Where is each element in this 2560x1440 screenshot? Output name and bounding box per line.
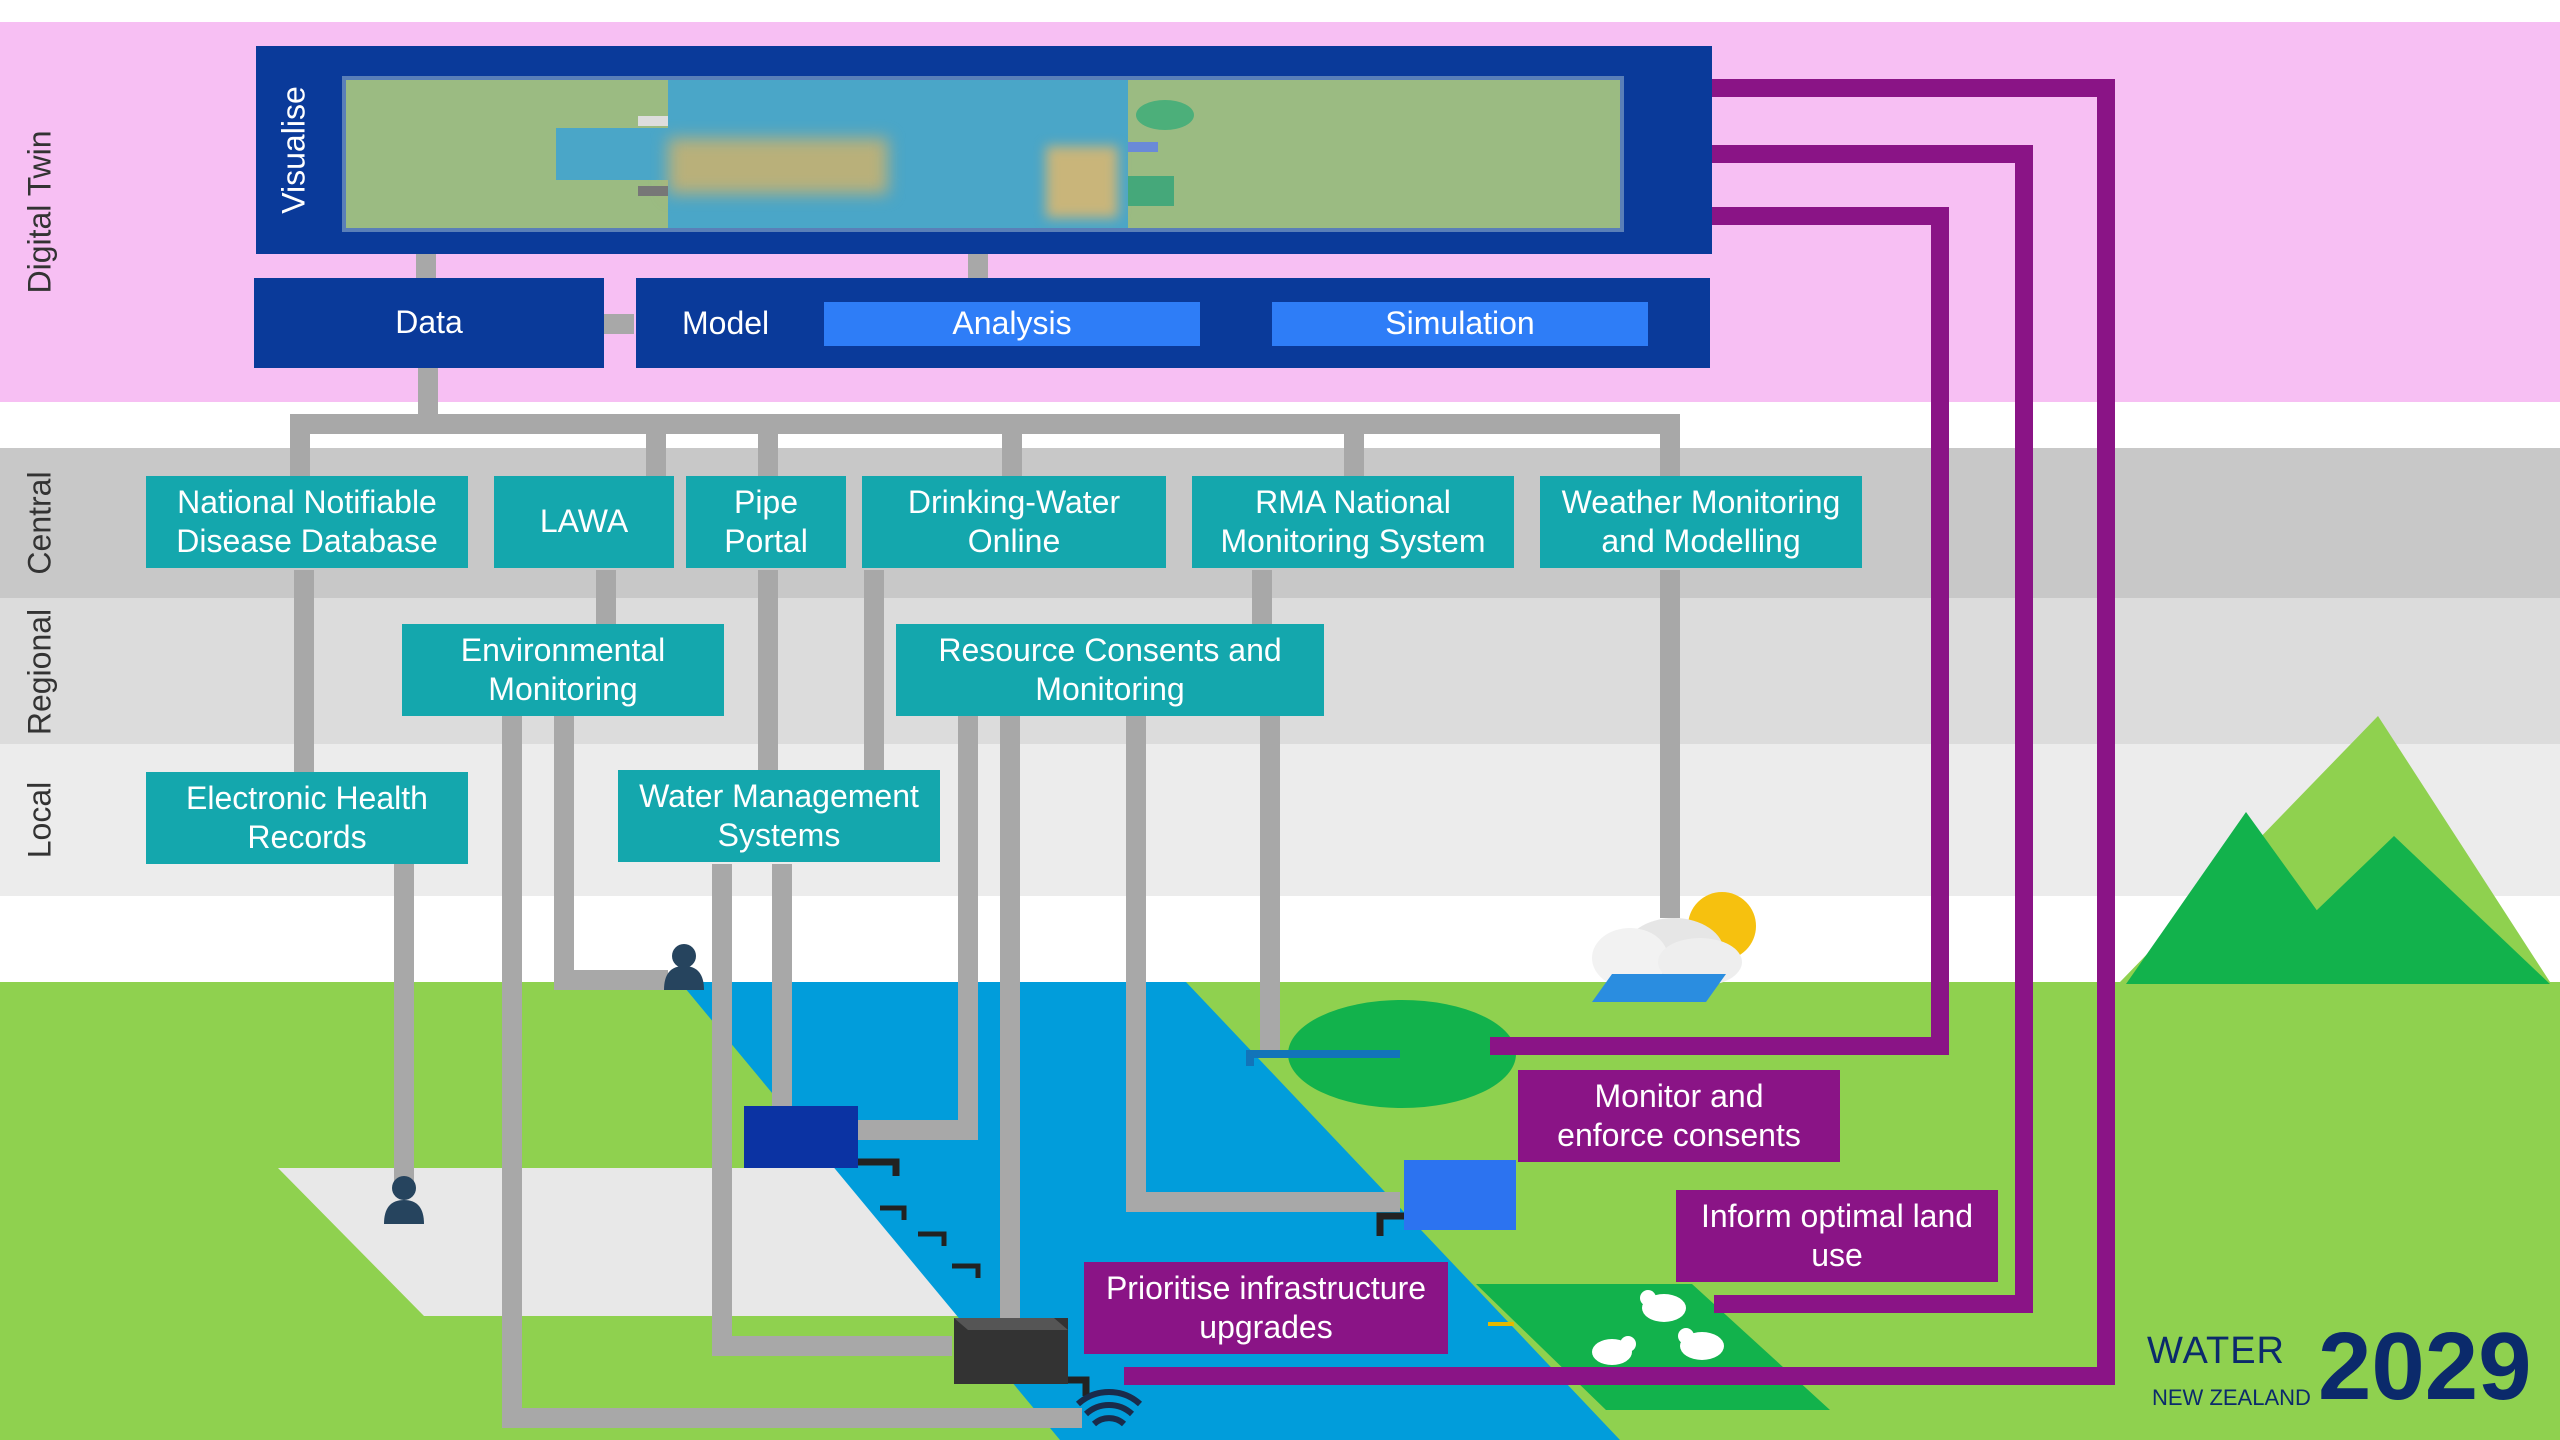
map-preview[interactable] [342, 76, 1624, 232]
outcome-connector-lines [1124, 79, 2115, 1385]
map-blur-zone [668, 138, 888, 194]
lawa-box[interactable]: LAWA [494, 476, 674, 568]
connector-lines [290, 254, 1680, 1428]
resource-consents-and-monitoring-box[interactable]: Resource Consents and Monitoring [896, 624, 1324, 716]
national-notifiable-disease-database[interactable]: National Notifiable Disease Database [146, 476, 468, 568]
water-management-systems-box[interactable]: Water Management Systems [618, 770, 940, 862]
drinking-water-online-box[interactable]: Drinking-Water Online [862, 476, 1166, 568]
map-feature [1128, 176, 1174, 206]
pump-station-icon [1376, 1160, 1516, 1236]
data-box[interactable]: Data [254, 278, 604, 368]
visualise-panel: Visualise [256, 46, 1712, 254]
sheep-icon [1640, 1290, 1686, 1322]
map-feature [638, 186, 668, 196]
map-feature [1128, 142, 1158, 152]
mountain-front-right [2240, 836, 2550, 984]
inform-optimal-land-use-box[interactable]: Inform optimal land use [1676, 1190, 1998, 1282]
rain-gauge-icon [1592, 974, 1726, 1002]
pond [1288, 1000, 1516, 1108]
outfall-icons [880, 1205, 981, 1278]
monitor-and-enforce-consents-box[interactable]: Monitor and enforce consents [1518, 1070, 1840, 1162]
pumping-station-icon [954, 1318, 1090, 1396]
environmental-monitoring-box[interactable]: Environmental Monitoring [402, 624, 724, 716]
electronic-health-records-box[interactable]: Electronic Health Records [146, 772, 468, 864]
map-blur-zone [1046, 146, 1118, 218]
brand-year: 2029 [2318, 1313, 2532, 1420]
paved-area [278, 1168, 1000, 1316]
brand-wordmark: WATER [2147, 1330, 2285, 1372]
wifi-sensor-icon [1075, 1389, 1143, 1427]
prioritise-infrastructure-upgrades-box[interactable]: Prioritise infrastructure upgrades [1084, 1262, 1448, 1354]
map-feature [1136, 100, 1194, 130]
brand-country: NEW ZEALAND [2152, 1385, 2311, 1410]
visualise-label: Visualise [275, 86, 312, 214]
rma-national-monitoring-system-box[interactable]: RMA National Monitoring System [1192, 476, 1514, 568]
simulation-button[interactable]: Simulation [1272, 302, 1648, 346]
pipe-portal-box[interactable]: Pipe Portal [686, 476, 846, 568]
sheep-icon [1592, 1336, 1636, 1365]
sheep-icon [1678, 1328, 1724, 1360]
person-icon [664, 944, 704, 990]
person-icon [384, 1176, 424, 1224]
analysis-button[interactable]: Analysis [824, 302, 1200, 346]
map-water-inlet [556, 128, 668, 180]
treatment-plant-icon [744, 1106, 900, 1176]
map-feature [638, 116, 668, 126]
weather-monitoring-and-modelling-box[interactable]: Weather Monitoring and Modelling [1540, 476, 1862, 568]
model-label: Model [682, 305, 770, 341]
model-box: Model Analysis Simulation [636, 278, 1710, 368]
